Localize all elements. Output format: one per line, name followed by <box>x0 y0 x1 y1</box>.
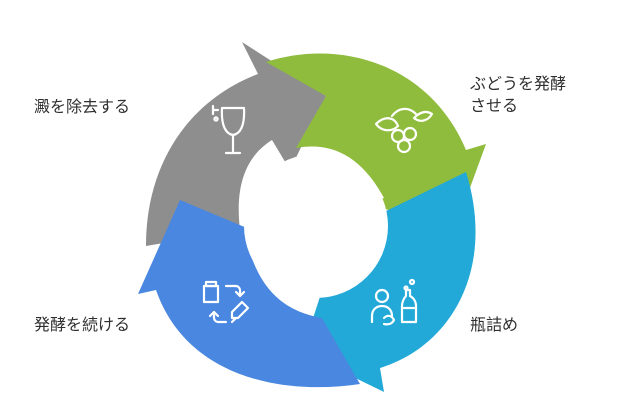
step-label-ferment-grapes: ぶどうを発酵 させる <box>470 73 566 117</box>
cycle-center <box>244 154 388 298</box>
segment-bottling <box>302 172 476 392</box>
grapes-icon <box>374 107 434 154</box>
step-label-ferment-grapes-line1: ぶどうを発酵 <box>470 74 567 93</box>
step-label-remove-sediment: 澱を除去する <box>34 97 131 116</box>
jar-cycle-icon <box>202 280 250 324</box>
person-bottle-icon <box>370 278 418 326</box>
segment-continue-fermentation <box>138 200 360 388</box>
segment-ferment-grapes <box>266 53 486 226</box>
segment-remove-sediment <box>146 42 326 246</box>
step-label-continue-fermentation: 発酵を続ける <box>34 315 131 334</box>
wine-glass-icon <box>211 104 246 155</box>
step-label-ferment-grapes-line2: させる <box>470 96 519 115</box>
step-label-bottling: 瓶詰め <box>470 315 519 334</box>
